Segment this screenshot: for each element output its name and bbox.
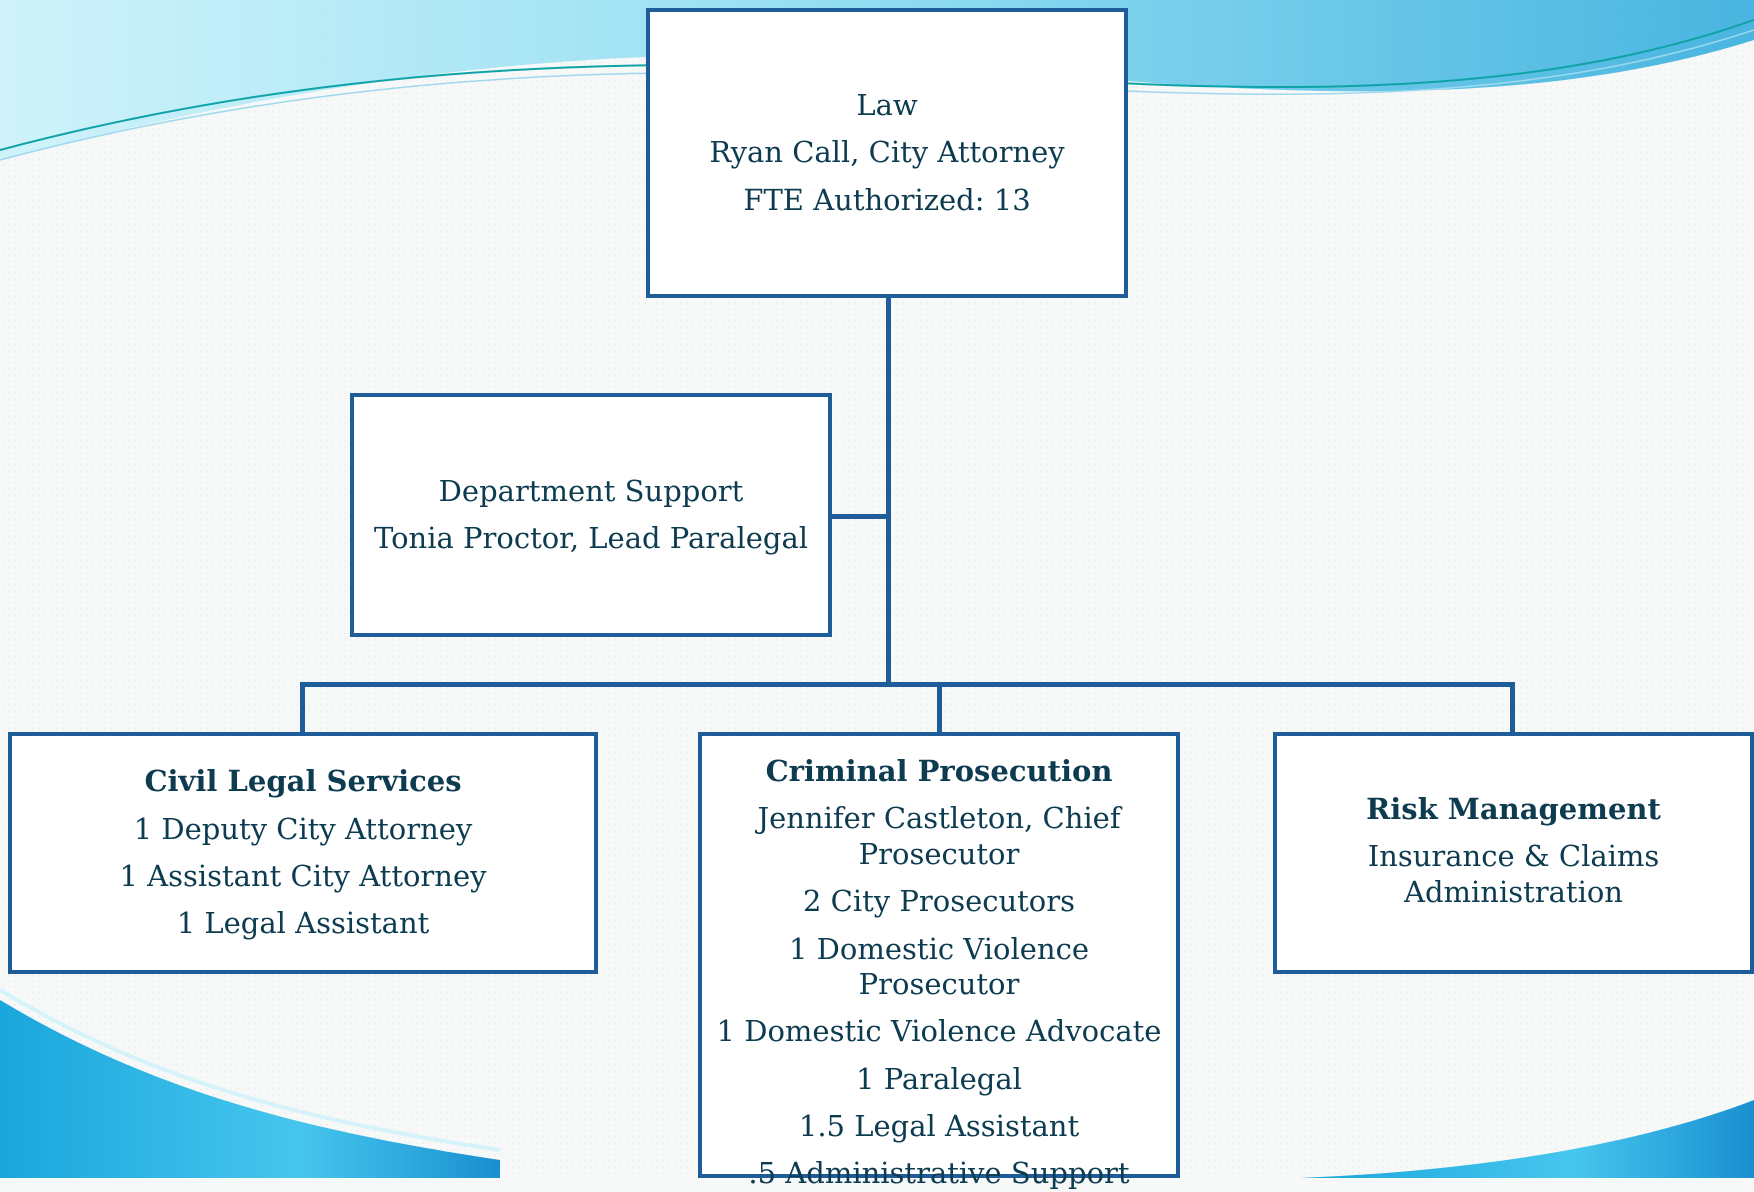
connector-risk-vertical bbox=[1510, 682, 1515, 735]
department-support-box: Department Support Tonia Proctor, Lead P… bbox=[350, 393, 832, 637]
criminal-line-4: 1 Domestic Violence Advocate bbox=[716, 1014, 1162, 1049]
civil-title: Civil Legal Services bbox=[144, 764, 462, 799]
criminal-line-6: 1.5 Legal Assistant bbox=[798, 1109, 1080, 1143]
civil-line-2: 1 Assistant City Attorney bbox=[119, 859, 487, 893]
criminal-line-5: 1 Paralegal bbox=[856, 1061, 1022, 1096]
civil-line-3: 1 Legal Assistant bbox=[176, 906, 430, 941]
risk-management-box: Risk Management Insurance & Claims Admin… bbox=[1273, 732, 1754, 974]
risk-line-1: Insurance & Claims Administration bbox=[1367, 839, 1660, 909]
law-fte: FTE Authorized: 13 bbox=[743, 182, 1031, 217]
risk-title: Risk Management bbox=[1366, 792, 1661, 826]
support-title: Department Support bbox=[438, 473, 744, 508]
criminal-title: Criminal Prosecution bbox=[765, 754, 1113, 788]
civil-legal-services-box: Civil Legal Services 1 Deputy City Attor… bbox=[8, 732, 598, 974]
criminal-line-2: 2 City Prosecutors bbox=[802, 884, 1076, 919]
law-box: Law Ryan Call, City Attorney FTE Authori… bbox=[646, 8, 1128, 298]
law-head: Ryan Call, City Attorney bbox=[709, 135, 1065, 170]
connector-law-vertical bbox=[886, 296, 891, 684]
connector-criminal-vertical bbox=[937, 682, 942, 735]
criminal-line-7: .5 Administrative Support bbox=[748, 1156, 1130, 1191]
law-title: Law bbox=[856, 87, 918, 122]
connector-civil-vertical bbox=[300, 682, 305, 735]
connector-branch-horizontal bbox=[300, 682, 1515, 687]
criminal-line-3: 1 Domestic Violence Prosecutor bbox=[789, 931, 1089, 1001]
connector-support-horizontal bbox=[830, 514, 890, 519]
support-head: Tonia Proctor, Lead Paralegal bbox=[373, 521, 809, 555]
criminal-line-1: Jennifer Castleton, Chief Prosecutor bbox=[757, 801, 1121, 871]
criminal-prosecution-box: Criminal Prosecution Jennifer Castleton,… bbox=[698, 732, 1180, 1190]
civil-line-1: 1 Deputy City Attorney bbox=[133, 811, 473, 846]
